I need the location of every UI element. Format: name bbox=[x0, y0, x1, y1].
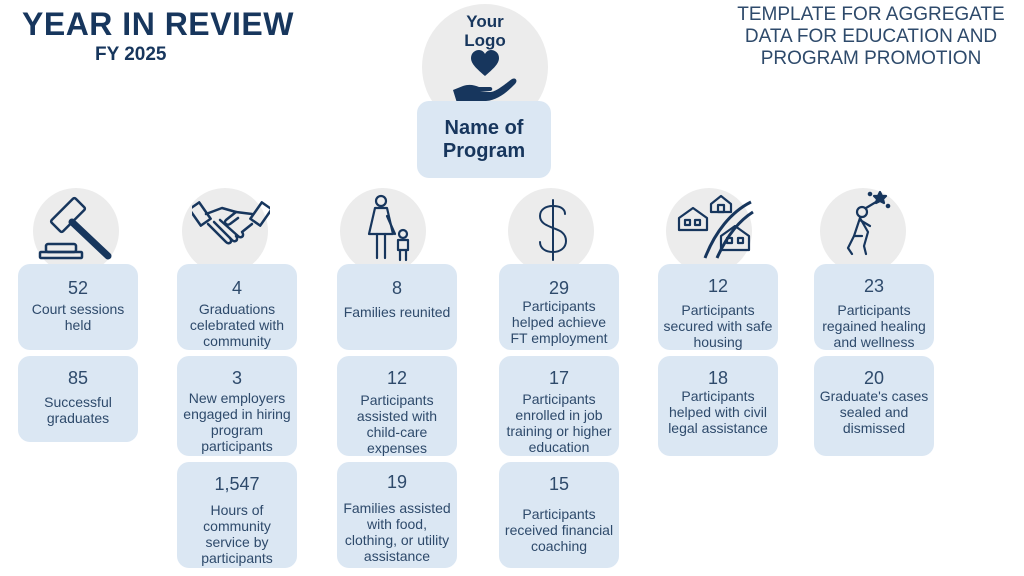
program-name-line2: Program bbox=[442, 139, 526, 162]
stat-value: 52 bbox=[67, 278, 89, 298]
stat-value: 23 bbox=[863, 276, 885, 296]
stat-label: Hours of community service by participan… bbox=[201, 502, 273, 566]
stat-card: 4 Graduations celebrated with community bbox=[177, 264, 297, 350]
stat-card: 17 Participants enrolled in job training… bbox=[499, 356, 619, 456]
stat-value: 3 bbox=[231, 368, 242, 388]
dollar-icon-circle bbox=[508, 188, 594, 274]
stat-card: 3 New employers engaged in hiring progra… bbox=[177, 356, 297, 456]
stat-card: 19 Families assisted with food, clothing… bbox=[337, 462, 457, 568]
stat-label: Graduate's cases sealed and dismissed bbox=[819, 388, 929, 436]
logo-text-line2: Logo bbox=[464, 31, 506, 50]
hand-heart-icon bbox=[453, 50, 517, 103]
stat-value: 20 bbox=[863, 368, 885, 388]
program-name-line1: Name of bbox=[444, 116, 524, 139]
stat-label: Participants assisted with child-care ex… bbox=[356, 392, 438, 456]
logo-text-line1: Your bbox=[466, 12, 504, 31]
dollar-icon bbox=[538, 199, 568, 261]
stat-value: 12 bbox=[707, 276, 729, 296]
template-tagline: TEMPLATE FOR AGGREGATE DATA FOR EDUCATIO… bbox=[737, 4, 1005, 69]
stat-card: 8 Families reunited bbox=[337, 264, 457, 350]
stat-card: 29 Participants helped achieve FT employ… bbox=[499, 264, 619, 350]
gavel-icon-circle bbox=[33, 188, 119, 274]
stat-card: 85 Successful graduates bbox=[18, 356, 138, 442]
stat-label: Participants enrolled in job training or… bbox=[506, 391, 612, 455]
page-subtitle: FY 2025 bbox=[95, 44, 167, 65]
stat-label: Successful graduates bbox=[44, 394, 112, 426]
stat-label: Families assisted with food, clothing, o… bbox=[343, 500, 451, 564]
family-icon-circle bbox=[340, 188, 426, 274]
stat-label: Participants secured with safe housing bbox=[663, 302, 773, 350]
gavel-icon bbox=[38, 196, 112, 260]
stat-card: 20 Graduate's cases sealed and dismissed bbox=[814, 356, 934, 456]
stat-card: 12 Participants assisted with child-care… bbox=[337, 356, 457, 456]
housing-icon bbox=[677, 194, 754, 259]
stat-label: Graduations celebrated with community bbox=[189, 301, 285, 349]
handshake-icon bbox=[192, 201, 270, 245]
stat-label: Participants helped achieve FT employmen… bbox=[510, 298, 608, 346]
stat-value: 17 bbox=[548, 368, 570, 388]
logo-placeholder: Your Logo bbox=[432, 12, 538, 50]
family-icon bbox=[367, 194, 410, 262]
stat-label: Families reunited bbox=[343, 304, 451, 320]
stat-value: 8 bbox=[391, 278, 402, 298]
stat-card: 1,547 Hours of community service by part… bbox=[177, 462, 297, 568]
stat-value: 1,547 bbox=[214, 474, 260, 494]
stat-card: 15 Participants received financial coach… bbox=[499, 462, 619, 568]
stat-value: 19 bbox=[386, 472, 408, 492]
program-name-box: Name of Program bbox=[417, 101, 551, 178]
stat-card: 18 Participants helped with civil legal … bbox=[658, 356, 778, 456]
stat-label: Participants regained healing and wellne… bbox=[822, 302, 926, 350]
stat-label: Participants received financial coaching bbox=[504, 506, 614, 554]
wellness-icon bbox=[846, 190, 891, 256]
handshake-icon-circle bbox=[182, 188, 268, 274]
stat-value: 15 bbox=[548, 474, 570, 494]
stat-label: Court sessions held bbox=[31, 301, 125, 333]
stat-label: New employers engaged in hiring program … bbox=[183, 390, 291, 454]
stat-card: 23 Participants regained healing and wel… bbox=[814, 264, 934, 350]
stat-card: 52 Court sessions held bbox=[18, 264, 138, 350]
stat-value: 4 bbox=[231, 278, 242, 298]
stat-card: 12 Participants secured with safe housin… bbox=[658, 264, 778, 350]
stat-value: 29 bbox=[548, 278, 570, 298]
stat-label: Participants helped with civil legal ass… bbox=[668, 388, 768, 436]
stat-value: 85 bbox=[67, 368, 89, 388]
page-title: YEAR IN REVIEW bbox=[22, 6, 294, 42]
stat-value: 18 bbox=[707, 368, 729, 388]
wellness-icon-circle bbox=[820, 188, 906, 274]
stat-value: 12 bbox=[386, 368, 408, 388]
